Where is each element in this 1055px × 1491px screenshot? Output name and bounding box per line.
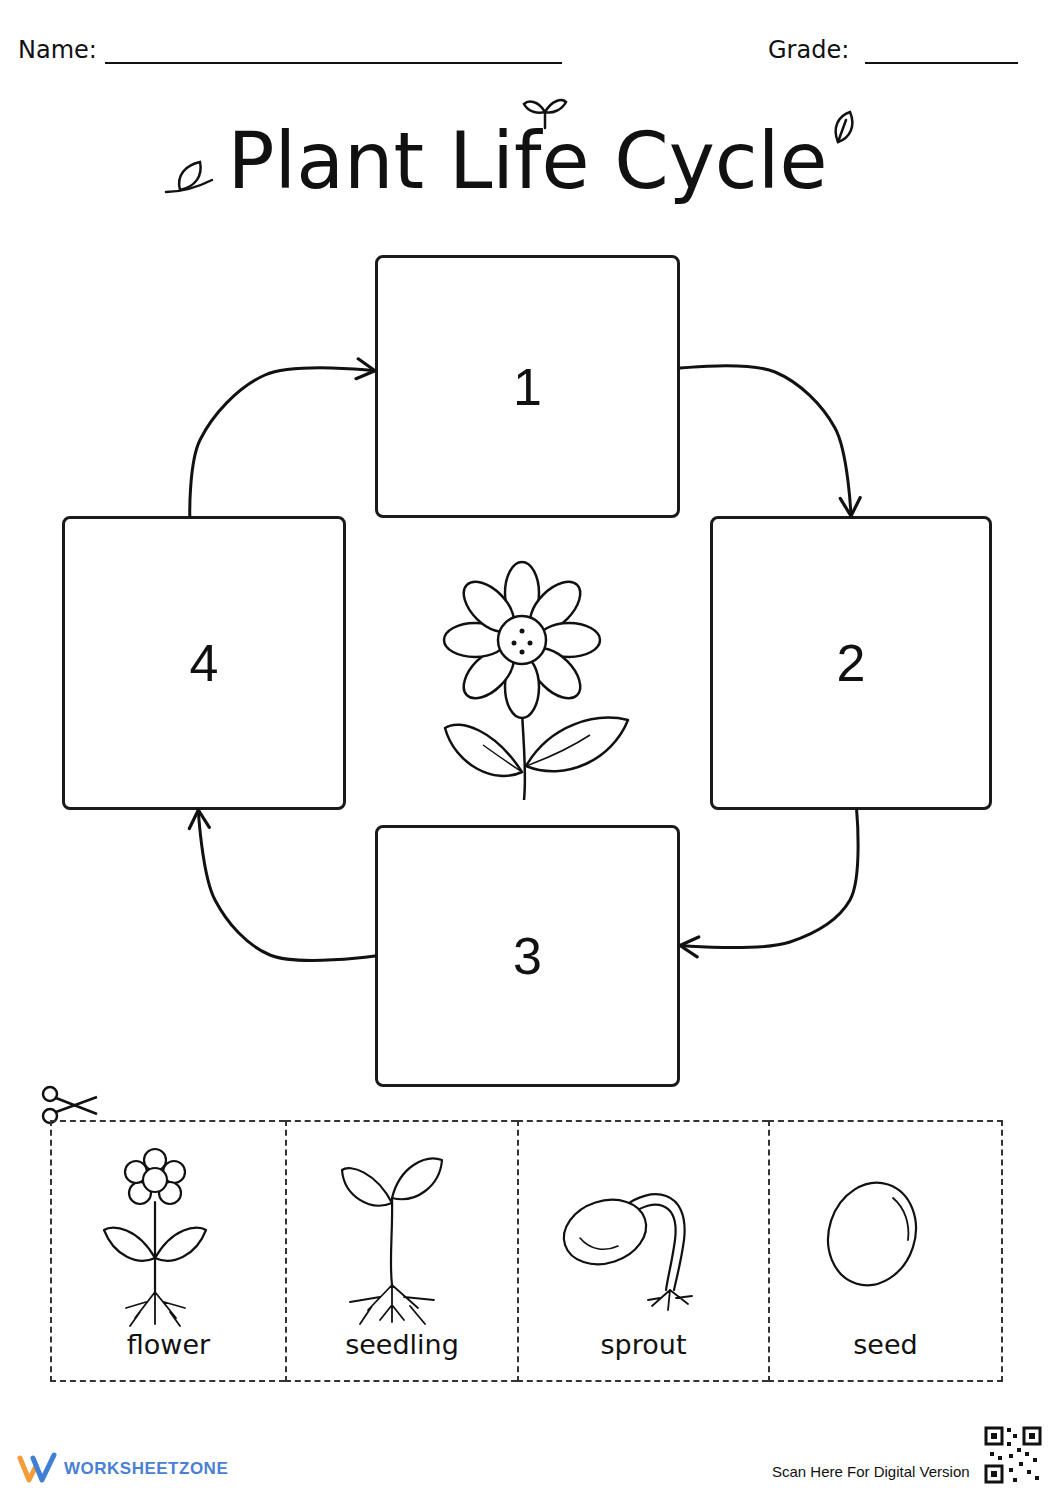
card-caption: seedling bbox=[345, 1330, 459, 1360]
flower-picture-part bbox=[155, 1228, 206, 1261]
cycle-arrow bbox=[190, 368, 375, 516]
qr-code-part bbox=[1025, 1452, 1029, 1456]
flower-picture-part bbox=[126, 1292, 185, 1326]
center-flower-part bbox=[526, 735, 590, 766]
scissors-icon-part bbox=[43, 1087, 57, 1101]
name-field-label: Name: bbox=[18, 38, 97, 62]
title-leaf-part bbox=[836, 112, 853, 142]
stage-box: 3 bbox=[375, 825, 680, 1087]
write-in-line-part bbox=[865, 62, 1018, 64]
qr-code-part bbox=[1017, 1448, 1021, 1452]
qr-code-part bbox=[990, 1452, 994, 1456]
qr-code-part bbox=[1027, 1470, 1031, 1474]
flower-picture-part bbox=[143, 1168, 167, 1192]
sprout-picture bbox=[555, 1190, 692, 1310]
cutout-card: seed bbox=[768, 1120, 1003, 1382]
stage-box: 4 bbox=[62, 516, 346, 810]
qr-code-part bbox=[986, 1428, 1002, 1444]
flower-picture bbox=[104, 1149, 206, 1326]
cycle-arrow bbox=[198, 810, 375, 960]
cutout-card: flower bbox=[50, 1120, 285, 1382]
stage-number: 3 bbox=[513, 930, 542, 982]
card-caption: flower bbox=[127, 1330, 210, 1360]
stage-box: 2 bbox=[710, 516, 992, 810]
center-flower-part bbox=[498, 616, 546, 664]
center-flower-part bbox=[526, 718, 628, 771]
write-in-line-part bbox=[105, 62, 562, 64]
qr-code-part bbox=[1013, 1478, 1017, 1482]
footer-note: Scan Here For Digital Version bbox=[772, 1464, 970, 1479]
center-flower-part bbox=[512, 641, 517, 646]
qr-code-part bbox=[1035, 1476, 1039, 1480]
stage-box: 1 bbox=[375, 255, 680, 518]
title-leaf-part bbox=[179, 162, 201, 190]
qr-code-part bbox=[1007, 1442, 1011, 1446]
qr-code-part bbox=[986, 1466, 1002, 1482]
brand-logo-part bbox=[33, 1455, 54, 1480]
qr-code-part bbox=[1019, 1462, 1023, 1466]
seedling-picture bbox=[342, 1159, 442, 1324]
qr-code-part bbox=[1007, 1428, 1011, 1432]
scissors-icon-part bbox=[56, 1097, 97, 1112]
title-leaf-part bbox=[545, 100, 566, 112]
qr-code bbox=[986, 1428, 1040, 1482]
qr-code-part bbox=[998, 1456, 1002, 1460]
stage-number: 1 bbox=[513, 361, 542, 413]
seed-picture bbox=[815, 1171, 929, 1296]
flower-picture-part bbox=[154, 1202, 156, 1292]
qr-code-part bbox=[1009, 1468, 1013, 1472]
cycle-arrow bbox=[680, 810, 858, 948]
center-flower-part bbox=[483, 745, 522, 772]
center-flower-part bbox=[528, 641, 533, 646]
sprout-picture-part bbox=[555, 1190, 654, 1275]
seedling-picture-part bbox=[392, 1159, 442, 1200]
title-leaf-part bbox=[838, 120, 846, 142]
cutout-card: sprout bbox=[517, 1120, 768, 1382]
qr-code-part bbox=[1013, 1434, 1017, 1438]
write-in-line bbox=[105, 62, 1018, 64]
stage-number: 2 bbox=[837, 637, 866, 689]
seedling-picture-part bbox=[391, 1198, 392, 1285]
stage-number: 4 bbox=[190, 637, 219, 689]
grade-field-label: Grade: bbox=[768, 38, 849, 62]
center-flower bbox=[444, 562, 628, 800]
card-caption: seed bbox=[853, 1330, 917, 1360]
qr-code-part bbox=[1009, 1454, 1013, 1458]
qr-code-part bbox=[991, 1433, 997, 1439]
seedling-picture-part bbox=[350, 1285, 434, 1324]
seed-picture-part bbox=[893, 1198, 908, 1240]
qr-code-part bbox=[1029, 1433, 1035, 1439]
brand-logo bbox=[20, 1455, 54, 1480]
scissors-icon-part bbox=[56, 1098, 97, 1114]
center-flower-part bbox=[520, 650, 525, 655]
seedling-picture-part bbox=[342, 1168, 392, 1205]
sprout-picture-part bbox=[648, 1290, 692, 1310]
card-caption: sprout bbox=[601, 1330, 687, 1360]
center-flower-part bbox=[520, 629, 525, 634]
qr-code-part bbox=[1033, 1458, 1037, 1462]
cycle-arrow bbox=[680, 366, 851, 516]
flower-picture-part bbox=[104, 1228, 155, 1261]
center-flower-part bbox=[445, 725, 522, 776]
scissors-icon bbox=[43, 1087, 97, 1123]
title-leaf-part bbox=[524, 102, 545, 113]
seed-picture-part bbox=[815, 1171, 929, 1296]
qr-code-part bbox=[991, 1471, 997, 1477]
cutout-card: seedling bbox=[285, 1120, 517, 1382]
sprout-picture-part bbox=[580, 1238, 618, 1249]
worksheet-title: Plant Life Cycle bbox=[0, 122, 1055, 200]
brand-name: WORKSHEETZONE bbox=[64, 1460, 228, 1477]
qr-code-part bbox=[1024, 1428, 1040, 1444]
